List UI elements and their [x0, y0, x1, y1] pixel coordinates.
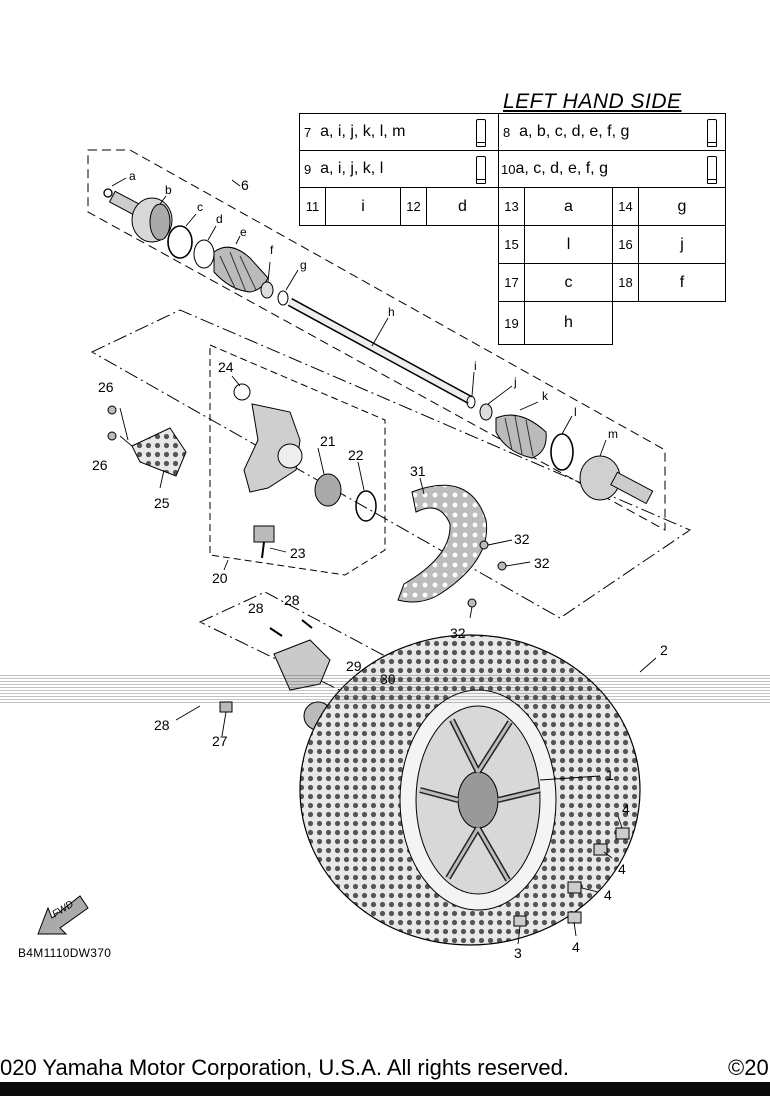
legend-val-17: c [524, 263, 613, 302]
legend-num-19: 19 [498, 301, 525, 345]
legend-cell-7: 7 a, i, j, k, l, m [299, 113, 499, 151]
copyright-text: 020 Yamaha Motor Corporation, U.S.A. All… [0, 1055, 570, 1080]
callout-21: 21 [320, 433, 336, 449]
callout-31: 31 [410, 463, 426, 479]
grease-tube-icon [707, 119, 717, 147]
callout-4d: 4 [572, 939, 580, 955]
grease-tube-icon [476, 119, 486, 147]
callout-f: f [270, 243, 274, 257]
callout-28a: 28 [248, 600, 264, 616]
legend-num-13: 13 [498, 187, 525, 226]
callout-l: l [574, 405, 577, 419]
callout-1: 1 [606, 767, 614, 783]
callout-23: 23 [290, 545, 306, 561]
callout-32b: 32 [534, 555, 550, 571]
side-title: LEFT HAND SIDE [503, 90, 682, 113]
ball-joint [253, 525, 275, 559]
callout-g: g [300, 258, 307, 272]
callout-e: e [240, 225, 247, 239]
drive-shaft [287, 298, 473, 404]
callout-4a: 4 [622, 801, 630, 817]
callout-4c: 4 [604, 887, 612, 903]
legend-val-18: f [638, 263, 726, 302]
callout-m: m [608, 427, 618, 441]
legend-val-13: a [524, 187, 613, 226]
callout-28c: 28 [154, 717, 170, 733]
callout-i: i [474, 359, 477, 373]
callout-32a: 32 [514, 531, 530, 547]
legend-num-14: 14 [612, 187, 639, 226]
inner-boot [213, 246, 269, 293]
brake-guard [107, 405, 187, 477]
legend-val-16: j [638, 225, 726, 264]
callout-a: a [129, 169, 136, 183]
legend-cell-8: 8 a, b, c, d, e, f, g [498, 113, 726, 151]
legend-num-17: 17 [498, 263, 525, 302]
callout-20: 20 [212, 570, 228, 586]
scan-artifact-band [0, 673, 770, 703]
legend-cell-9: 9 a, i, j, k, l [299, 150, 499, 188]
callout-25: 25 [154, 495, 170, 511]
callout-j: j [514, 375, 517, 389]
legend-val-19: h [524, 301, 613, 345]
callout-26: 26 [98, 379, 114, 395]
callout-26b: 26 [92, 457, 108, 473]
callout-k: k [542, 389, 548, 403]
legend-val-12: d [426, 187, 499, 226]
callout-6: 6 [241, 177, 249, 193]
forward-arrow [37, 895, 89, 935]
driveshaft-group-outline [87, 149, 666, 531]
legend-val-14: g [638, 187, 726, 226]
legend-num-12: 12 [400, 187, 427, 226]
copyright-line: 020 Yamaha Motor Corporation, U.S.A. All… [0, 1055, 770, 1081]
callout-h: h [388, 305, 395, 319]
callout-b: b [165, 183, 172, 197]
callout-d: d [216, 212, 223, 226]
callout-24: 24 [218, 359, 234, 375]
callout-28b: 28 [284, 592, 300, 608]
grease-tube-icon [707, 156, 717, 184]
callout-27: 27 [212, 733, 228, 749]
knuckle-subgroup-outline [209, 344, 386, 576]
knuckle-group-outline [90, 309, 692, 619]
outer-boot [495, 414, 547, 459]
legend-val-15: l [524, 225, 613, 264]
callout-22: 22 [348, 447, 364, 463]
legend-table: 7 a, i, j, k, l, m 8 a, b, c, d, e, f, g… [299, 113, 726, 345]
copyright-text-right: ©20 [728, 1055, 769, 1080]
callout-c: c [197, 200, 203, 214]
steering-knuckle [233, 383, 377, 522]
outer-cv-joint [579, 455, 654, 505]
inner-cv-joint [108, 190, 173, 243]
legend-num-11: 11 [299, 187, 326, 226]
callout-32c: 32 [450, 625, 466, 641]
drawing-code: B4M1110DW370 [18, 946, 112, 960]
callout-2: 2 [660, 642, 668, 658]
callout-29: 29 [346, 658, 362, 674]
callout-4b: 4 [618, 861, 626, 877]
legend-val-11: i [325, 187, 401, 226]
grease-tube-icon [476, 156, 486, 184]
tire-and-wheel [299, 634, 641, 946]
bottom-bar [0, 1082, 770, 1096]
brake-disc [397, 484, 488, 603]
callout-30: 30 [380, 671, 396, 687]
legend-num-16: 16 [612, 225, 639, 264]
callout-3: 3 [514, 945, 522, 961]
legend-num-18: 18 [612, 263, 639, 302]
legend-num-15: 15 [498, 225, 525, 264]
